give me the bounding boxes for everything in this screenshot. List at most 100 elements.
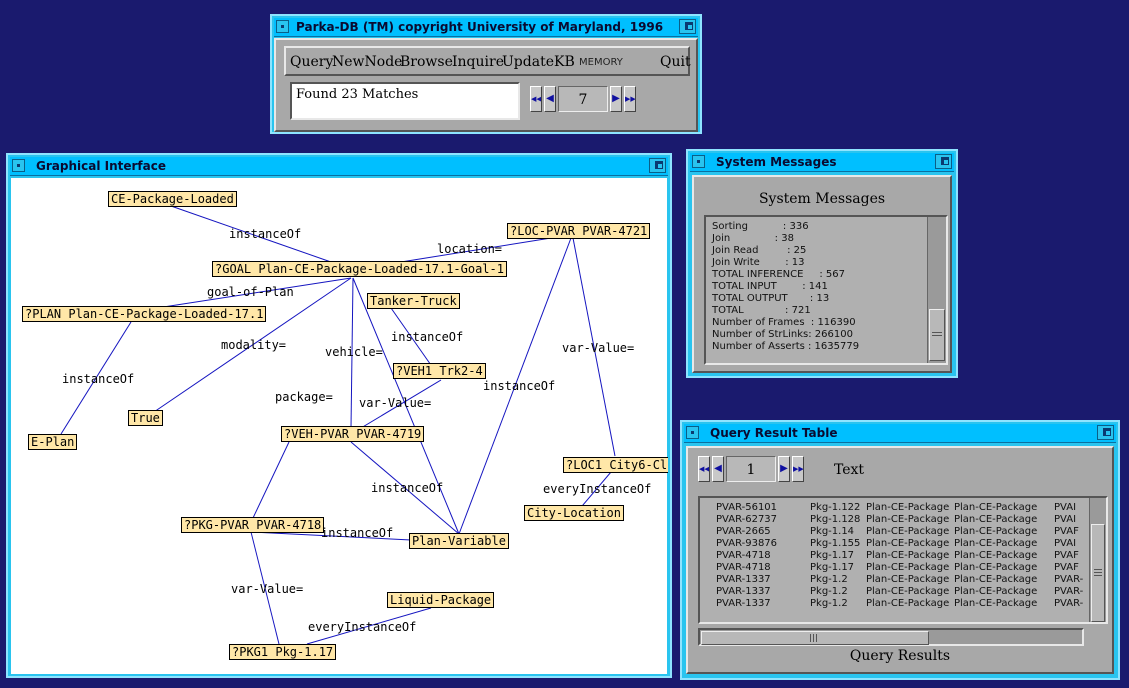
- parka-title: Parka-DB (TM) copyright University of Ma…: [296, 20, 664, 34]
- table-cell: PVAR-4718: [716, 562, 771, 573]
- table-cell: PVAR-56101: [716, 502, 778, 513]
- window-menu-icon[interactable]: [686, 426, 699, 439]
- maximize-icon[interactable]: [679, 19, 696, 34]
- menu-memory[interactable]: MEMORY: [579, 57, 623, 68]
- menu-inquire[interactable]: Inquire: [452, 54, 504, 70]
- sysmsg-line: TOTAL INFERENCE : 567: [712, 269, 845, 280]
- table-cell: Plan-CE-Package: [866, 514, 950, 525]
- sysmsg-line: TOTAL OUTPUT : 13: [712, 293, 830, 304]
- sysmsg-scroll-thumb[interactable]: [929, 309, 945, 361]
- prev-page-button[interactable]: ◀: [544, 86, 556, 112]
- edge-label-modality: modality=: [221, 338, 287, 352]
- menu-query[interactable]: Query: [290, 54, 334, 70]
- window-menu-icon[interactable]: [276, 20, 289, 33]
- page-number-field[interactable]: 7: [558, 86, 608, 112]
- sysmsg-line: Number of StrLinks: 266100: [712, 329, 853, 340]
- first-page-button[interactable]: ◀◀: [530, 86, 542, 112]
- table-cell: Pkg-1.2: [810, 586, 848, 597]
- prev-page-button[interactable]: ◀: [712, 456, 724, 482]
- parka-window: Parka-DB (TM) copyright University of Ma…: [270, 14, 702, 134]
- query-hscroll-thumb[interactable]: [701, 631, 929, 645]
- table-cell: PVAR-: [1054, 574, 1084, 585]
- query-vscroll-thumb[interactable]: [1091, 524, 1105, 622]
- query-hscrollbar[interactable]: [698, 628, 1084, 646]
- next-page-button[interactable]: ▶: [778, 456, 790, 482]
- maximize-icon[interactable]: [1097, 425, 1114, 440]
- menu-updatekb[interactable]: UpdateKB: [502, 54, 575, 70]
- node-plan-variable[interactable]: Plan-Variable: [409, 533, 509, 549]
- first-page-button[interactable]: ◀◀: [698, 456, 710, 482]
- sysmsg-line: Join : 38: [712, 233, 794, 244]
- sysmsg-title: System Messages: [716, 155, 837, 169]
- node-veh-pvar[interactable]: ?VEH-PVAR PVAR-4719: [281, 426, 425, 442]
- maximize-icon[interactable]: [649, 158, 666, 173]
- parka-titlebar[interactable]: Parka-DB (TM) copyright University of Ma…: [274, 18, 698, 37]
- table-cell: Plan-CE-Package: [954, 526, 1038, 537]
- node-liquid-package[interactable]: Liquid-Package: [387, 592, 495, 608]
- edge-label-var-value: var-Value=: [562, 341, 635, 355]
- sysmsg-titlebar[interactable]: System Messages: [690, 153, 954, 172]
- node-veh1[interactable]: ?VEH1 Trk2-4: [393, 363, 486, 379]
- menu-quit[interactable]: Quit: [660, 54, 691, 70]
- node-pkg1[interactable]: ?PKG1 Pkg-1.17: [229, 644, 337, 660]
- table-cell: PVAI: [1054, 514, 1077, 525]
- query-window: Query Result Table ◀◀ ◀ 1 ▶ ▶▶ Text PVAR…: [680, 420, 1120, 680]
- table-cell: PVAF: [1054, 562, 1079, 573]
- sysmsg-line: TOTAL : 721: [712, 305, 811, 316]
- node-plan[interactable]: ?PLAN Plan-CE-Package-Loaded-17.1: [22, 306, 267, 322]
- parka-body: Query NewNode Browse Inquire UpdateKB ME…: [274, 38, 698, 132]
- table-cell: Plan-CE-Package: [866, 550, 950, 561]
- node-loc-pvar[interactable]: ?LOC-PVAR PVAR-4721: [507, 223, 651, 239]
- menu-newnode[interactable]: NewNode: [332, 54, 403, 70]
- last-page-button[interactable]: ▶▶: [792, 456, 804, 482]
- maximize-icon[interactable]: [935, 154, 952, 169]
- menu-browse[interactable]: Browse: [400, 54, 453, 70]
- table-cell: Plan-CE-Package: [954, 562, 1038, 573]
- graph-titlebar[interactable]: Graphical Interface: [10, 157, 668, 176]
- table-cell: PVAR-1337: [716, 586, 771, 597]
- page-number-field[interactable]: 1: [726, 456, 776, 482]
- table-cell: Plan-CE-Package: [866, 574, 950, 585]
- menu-bar: Query NewNode Browse Inquire UpdateKB ME…: [284, 46, 691, 76]
- edge-label-instanceof: instanceOf: [62, 372, 135, 386]
- edge-label-everyinstanceof: everyInstanceOf: [308, 620, 417, 634]
- query-titlebar[interactable]: Query Result Table: [684, 424, 1116, 443]
- edge-label-var-value: var-Value=: [359, 396, 432, 410]
- next-page-button[interactable]: ▶: [610, 86, 622, 112]
- node-loc1[interactable]: ?LOC1 City6-Cl: [563, 457, 668, 473]
- node-true[interactable]: True: [128, 410, 163, 426]
- last-page-button[interactable]: ▶▶: [624, 86, 636, 112]
- graph-window: Graphical Interface: [6, 153, 672, 678]
- sysmsg-line: Join Read : 25: [712, 245, 807, 256]
- sysmsg-line: Number of Asserts : 1635779: [712, 341, 860, 352]
- graph-canvas[interactable]: instanceOf location= goal-of-Plan instan…: [11, 178, 668, 674]
- window-menu-icon[interactable]: [12, 159, 25, 172]
- window-menu-icon[interactable]: [692, 155, 705, 168]
- query-vscrollbar[interactable]: [1089, 498, 1106, 622]
- graph-edges: [60, 205, 616, 645]
- sysmsg-scrollbar[interactable]: [927, 217, 946, 363]
- node-goal[interactable]: ?GOAL Plan-CE-Package-Loaded-17.1-Goal-1: [212, 261, 507, 277]
- node-e-plan[interactable]: E-Plan: [28, 434, 78, 450]
- table-cell: Plan-CE-Package: [954, 502, 1038, 513]
- node-ce-package-loaded[interactable]: CE-Package-Loaded: [108, 191, 237, 207]
- edge-label-instanceof: instanceOf: [371, 481, 444, 495]
- table-cell: Plan-CE-Package: [866, 598, 950, 609]
- node-pkg-pvar[interactable]: ?PKG-PVAR PVAR-4718: [181, 517, 325, 533]
- table-cell: Pkg-1.17: [810, 550, 855, 561]
- table-cell: PVAR-93876: [716, 538, 778, 549]
- node-city-location[interactable]: City-Location: [524, 505, 624, 521]
- node-tanker-truck[interactable]: Tanker-Truck: [367, 293, 460, 309]
